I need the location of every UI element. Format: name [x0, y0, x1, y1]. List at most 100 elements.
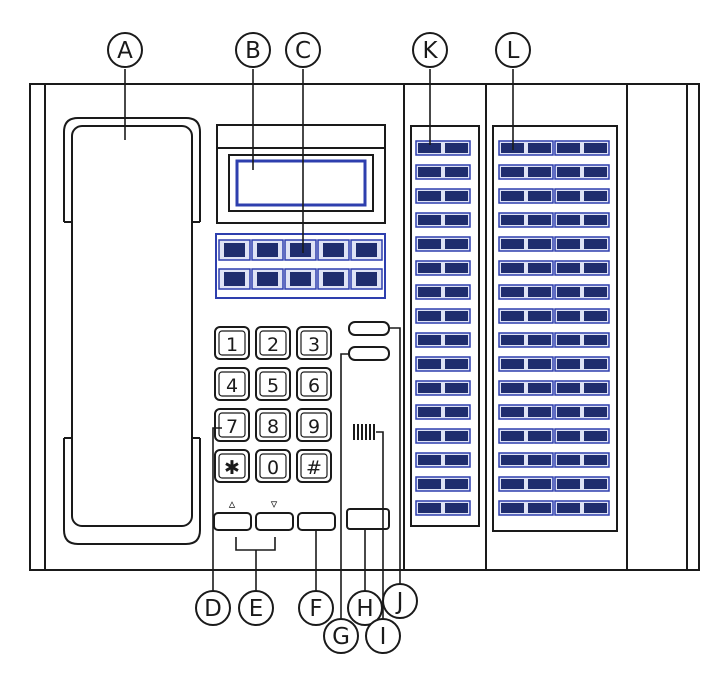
programmable-key-k[interactable]	[415, 140, 471, 156]
keypad-key[interactable]: 1	[214, 326, 250, 360]
programmable-key-k[interactable]	[415, 212, 471, 228]
programmable-key-l[interactable]	[498, 332, 554, 348]
programmable-key-l[interactable]	[498, 500, 554, 516]
programmable-key-l[interactable]	[554, 332, 610, 348]
programmable-key-k[interactable]	[415, 404, 471, 420]
programmable-key-l[interactable]	[498, 356, 554, 372]
programmable-key-l[interactable]	[498, 308, 554, 324]
bottom-buttons	[213, 508, 390, 531]
programmable-key-l[interactable]	[554, 188, 610, 204]
programmable-key-l[interactable]	[554, 380, 610, 396]
programmable-key-l[interactable]	[554, 140, 610, 156]
display-key[interactable]	[218, 239, 251, 261]
programmable-key-k[interactable]	[415, 308, 471, 324]
programmable-key-l[interactable]	[498, 212, 554, 228]
callout-label: C	[295, 38, 311, 64]
programmable-key-l[interactable]	[554, 236, 610, 252]
callout-j: J	[382, 583, 418, 619]
leader-g	[340, 353, 349, 620]
keypad-key[interactable]: 2	[255, 326, 291, 360]
programmable-key-l[interactable]	[498, 404, 554, 420]
programmable-key-k[interactable]	[415, 164, 471, 180]
button-j[interactable]	[348, 321, 390, 336]
leader-lines	[124, 69, 514, 620]
display-key[interactable]	[350, 268, 383, 290]
programmable-key-k[interactable]	[415, 500, 471, 516]
keypad-key[interactable]: 0	[255, 449, 291, 483]
callout-label: E	[249, 596, 264, 622]
programmable-key-l[interactable]	[498, 140, 554, 156]
display-key[interactable]	[284, 268, 317, 290]
programmable-key-l[interactable]	[498, 260, 554, 276]
keypad-key[interactable]: 8	[255, 408, 291, 442]
programmable-key-l[interactable]	[554, 356, 610, 372]
display-screen	[235, 159, 367, 207]
handset-top	[63, 117, 201, 222]
programmable-key-k[interactable]	[415, 188, 471, 204]
keypad-key[interactable]: ✱	[214, 449, 250, 483]
programmable-key-l[interactable]	[554, 284, 610, 300]
programmable-key-l[interactable]	[498, 428, 554, 444]
handset[interactable]	[63, 117, 201, 545]
programmable-key-k[interactable]	[415, 476, 471, 492]
programmable-key-k[interactable]	[415, 452, 471, 468]
callout-i: I	[365, 618, 401, 654]
programmable-key-l[interactable]	[554, 500, 610, 516]
programmable-key-k[interactable]	[415, 284, 471, 300]
scroll-up-button[interactable]	[213, 512, 252, 531]
programmable-key-l[interactable]	[554, 212, 610, 228]
function-button-f[interactable]	[297, 512, 336, 531]
programmable-key-k[interactable]	[415, 380, 471, 396]
display-key[interactable]	[218, 268, 251, 290]
scroll-down-button[interactable]	[255, 512, 294, 531]
programmable-key-k[interactable]	[415, 332, 471, 348]
phone-body	[44, 83, 688, 571]
programmable-key-l[interactable]	[554, 428, 610, 444]
programmable-key-k[interactable]	[415, 260, 471, 276]
speaker-button-h[interactable]	[346, 508, 390, 530]
display-key[interactable]	[251, 268, 284, 290]
programmable-key-k[interactable]	[415, 428, 471, 444]
display-key[interactable]	[350, 239, 383, 261]
keypad-key[interactable]: 5	[255, 367, 291, 401]
callout-label: G	[332, 624, 350, 650]
display-key[interactable]	[317, 239, 350, 261]
programmable-key-l[interactable]	[498, 284, 554, 300]
callout-f: F	[298, 590, 334, 626]
programmable-key-k[interactable]	[415, 236, 471, 252]
keypad-key[interactable]: 3	[296, 326, 332, 360]
down-arrow-icon: ▿	[271, 497, 278, 512]
programmable-key-l[interactable]	[498, 380, 554, 396]
keypad-key-label: ✱	[224, 457, 240, 479]
keypad-key[interactable]: 7	[214, 408, 250, 442]
programmable-key-l[interactable]	[554, 404, 610, 420]
programmable-key-l[interactable]	[498, 476, 554, 492]
programmable-key-k[interactable]	[415, 356, 471, 372]
callout-a: A	[107, 32, 143, 68]
programmable-key-l[interactable]	[554, 164, 610, 180]
key-column-l	[498, 140, 610, 516]
display-key[interactable]	[317, 268, 350, 290]
keypad-key[interactable]: 4	[214, 367, 250, 401]
programmable-key-l[interactable]	[498, 452, 554, 468]
display-key[interactable]	[251, 239, 284, 261]
keypad-key[interactable]: 6	[296, 367, 332, 401]
programmable-key-l[interactable]	[554, 476, 610, 492]
keypad-key[interactable]: 9	[296, 408, 332, 442]
programmable-key-l[interactable]	[498, 164, 554, 180]
display-key[interactable]	[284, 239, 317, 261]
display-bezel	[228, 154, 374, 212]
callout-h: H	[347, 590, 383, 626]
programmable-key-l[interactable]	[554, 452, 610, 468]
display-housing	[216, 124, 386, 224]
keypad-key-label: 0	[267, 457, 279, 479]
callout-label: K	[422, 38, 438, 64]
button-g[interactable]	[348, 346, 390, 361]
programmable-key-l[interactable]	[498, 188, 554, 204]
programmable-key-l[interactable]	[554, 260, 610, 276]
programmable-key-l[interactable]	[554, 308, 610, 324]
keypad-key[interactable]: #	[296, 449, 332, 483]
callout-g: G	[323, 618, 359, 654]
programmable-key-l[interactable]	[498, 236, 554, 252]
